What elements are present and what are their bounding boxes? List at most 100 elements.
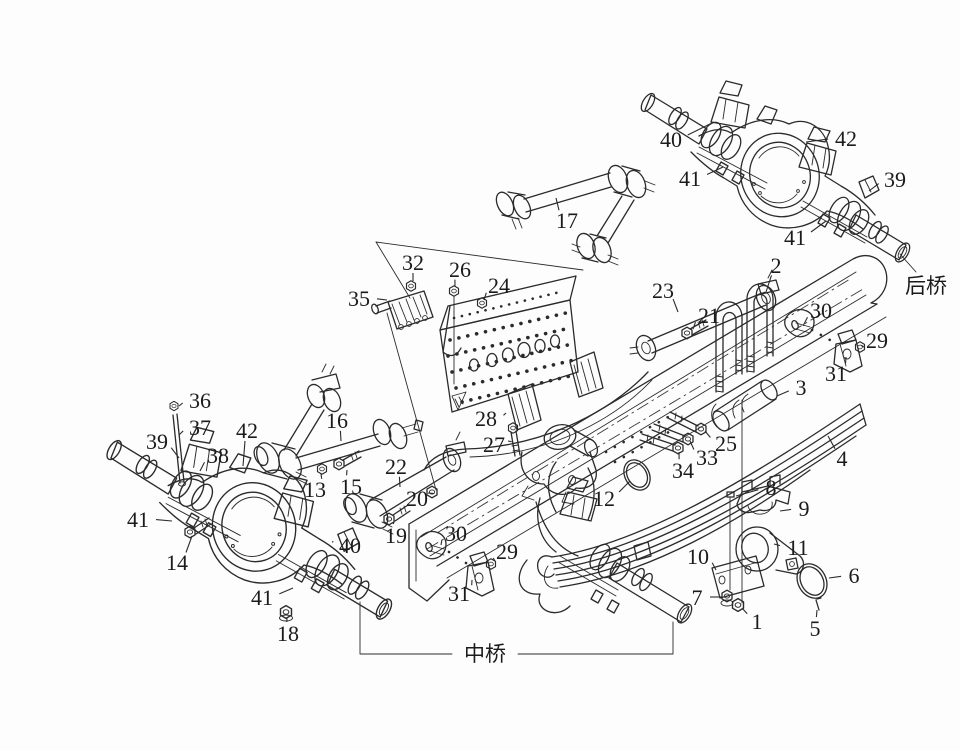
callout-24: 24 xyxy=(488,273,510,298)
line-art xyxy=(536,555,555,578)
line-art xyxy=(747,501,773,515)
line-art xyxy=(501,191,526,220)
line-art xyxy=(447,550,468,565)
spring-clamp-right xyxy=(784,308,863,373)
line-art xyxy=(322,387,342,413)
callout-33: 33 xyxy=(696,445,718,470)
callout-3: 3 xyxy=(796,375,807,400)
line-art xyxy=(810,328,832,342)
spring-clamp-left xyxy=(416,530,495,597)
leader-line-22 xyxy=(398,476,401,488)
line-art xyxy=(859,403,867,426)
leader-line-39 xyxy=(170,447,180,459)
line-art xyxy=(559,469,811,588)
leader-line-40 xyxy=(331,540,334,543)
line-art xyxy=(369,456,455,517)
line-art xyxy=(613,426,678,464)
line-art xyxy=(537,497,557,553)
torque-rod-22 xyxy=(343,431,467,535)
leader-line-6 xyxy=(828,575,842,579)
callout-14: 14 xyxy=(166,550,188,575)
line-art xyxy=(569,429,593,457)
callout-7: 7 xyxy=(692,585,703,610)
leader-line-1 xyxy=(741,607,748,615)
line-art xyxy=(715,301,743,393)
balance-shaft-assembly xyxy=(423,371,828,611)
line-art xyxy=(408,523,450,602)
line-art xyxy=(755,284,777,312)
line-art xyxy=(711,403,718,428)
rear-axle-leader-line xyxy=(899,253,917,273)
callout-18: 18 xyxy=(277,621,299,646)
line-art xyxy=(423,371,649,471)
line-art xyxy=(760,379,778,401)
callout-29: 29 xyxy=(866,328,888,353)
axle-reference-labels: 后桥 中桥 xyxy=(359,253,947,666)
leader-line-17 xyxy=(555,197,560,211)
line-art xyxy=(744,565,752,575)
line-art xyxy=(557,435,857,582)
line-art xyxy=(722,311,737,393)
leader-line-2 xyxy=(765,275,773,293)
callout-42: 42 xyxy=(835,126,857,151)
leader-line-35 xyxy=(376,298,388,301)
line-art xyxy=(511,217,523,230)
line-art xyxy=(442,305,462,357)
line-art xyxy=(658,424,667,435)
leader-line-23 xyxy=(672,298,679,313)
line-art xyxy=(518,559,571,614)
line-art xyxy=(833,339,863,373)
line-art xyxy=(381,521,394,535)
line-art xyxy=(178,481,186,487)
line-art xyxy=(429,294,867,557)
line-art xyxy=(532,471,540,481)
line-art xyxy=(715,359,743,393)
callout-41: 41 xyxy=(127,507,149,532)
line-art xyxy=(839,343,847,367)
line-art xyxy=(842,348,852,360)
leader-line-14 xyxy=(185,535,193,553)
leader-line-24 xyxy=(483,292,487,301)
leader-line-29 xyxy=(492,557,496,562)
callout-10: 10 xyxy=(687,544,709,569)
line-art xyxy=(386,312,437,491)
leader-line-40 xyxy=(687,121,715,136)
leader-line-41 xyxy=(706,166,724,175)
line-art xyxy=(566,476,589,493)
leader-line-21 xyxy=(692,322,697,330)
line-art xyxy=(571,243,619,266)
callout-28: 28 xyxy=(475,406,497,431)
line-art xyxy=(732,393,749,419)
line-art xyxy=(256,442,280,474)
line-art xyxy=(796,563,828,599)
callout-22: 22 xyxy=(385,454,407,479)
line-art xyxy=(629,346,639,355)
line-art xyxy=(791,319,799,331)
line-art xyxy=(469,379,653,458)
callout-41: 41 xyxy=(784,225,806,250)
line-art xyxy=(672,441,684,455)
leader-line-16 xyxy=(339,430,342,442)
line-art xyxy=(711,555,765,599)
line-art xyxy=(420,271,857,538)
line-art xyxy=(510,430,521,457)
line-art xyxy=(589,543,611,571)
callout-37: 37 xyxy=(189,415,211,440)
line-art xyxy=(731,597,745,613)
line-art xyxy=(726,491,735,498)
line-art xyxy=(408,255,888,525)
leader-line-28 xyxy=(503,412,507,416)
leader-line-31 xyxy=(844,356,847,364)
leader-line-29 xyxy=(860,344,865,348)
line-art xyxy=(736,485,791,514)
leader-line-41 xyxy=(279,587,294,595)
line-art xyxy=(520,451,597,495)
line-art xyxy=(549,428,571,446)
callout-25: 25 xyxy=(715,431,737,456)
callout-8: 8 xyxy=(766,475,777,500)
callout-6: 6 xyxy=(849,563,860,588)
line-art xyxy=(442,447,462,473)
line-art xyxy=(635,334,657,362)
